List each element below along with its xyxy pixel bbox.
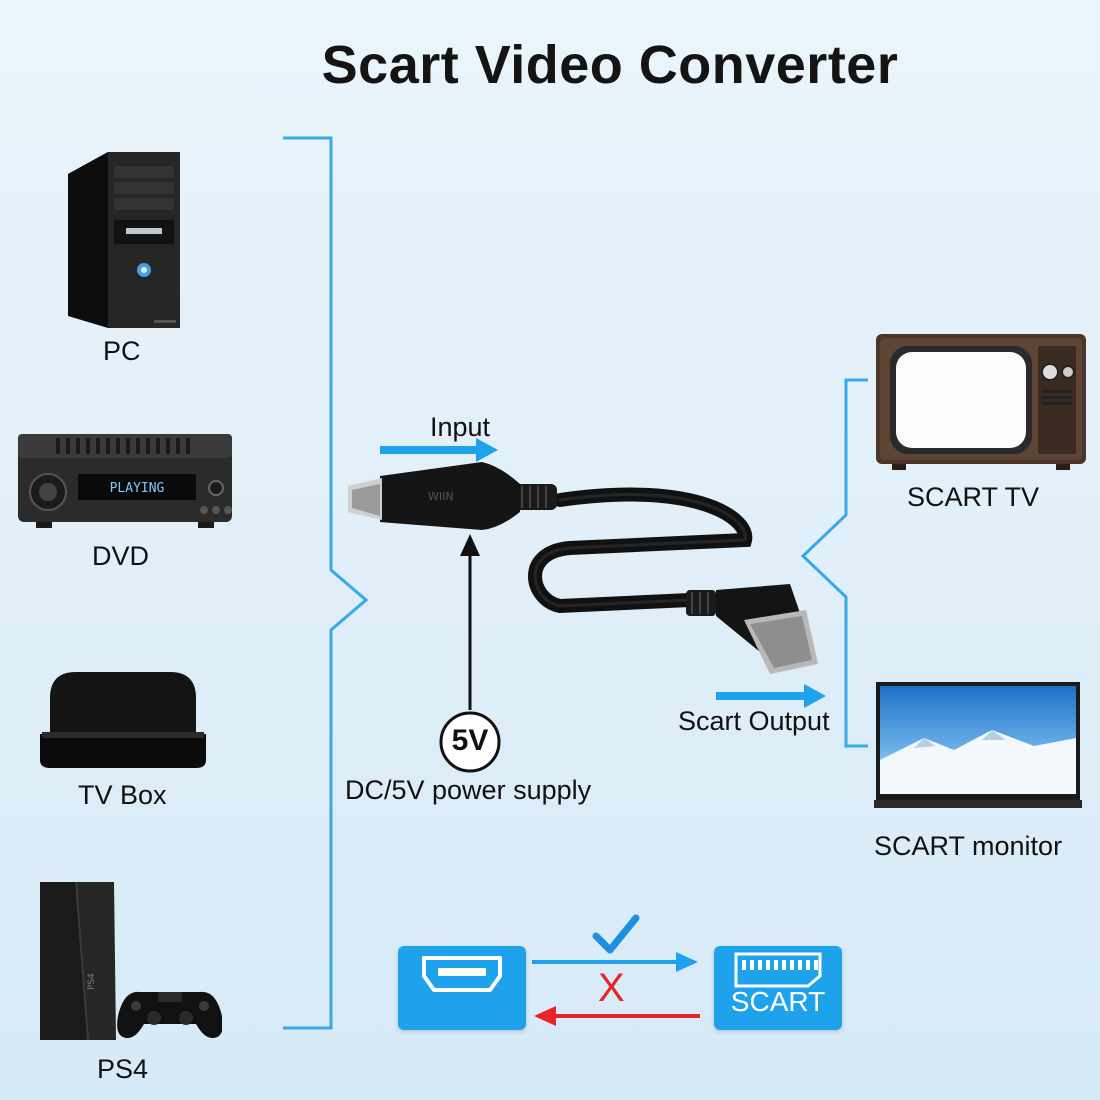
source-label-tvbox: TV Box xyxy=(78,780,167,810)
power-badge-icon xyxy=(439,711,501,773)
adapter-brand-text: WIIN xyxy=(428,490,454,503)
output-label-scart-tv: SCART TV xyxy=(907,482,1040,512)
hdmi-port-icon xyxy=(422,956,502,992)
input-label: Input xyxy=(430,412,491,442)
source-label-ps4: PS4 xyxy=(97,1054,149,1084)
gamepad-icon xyxy=(117,991,222,1038)
page-title: Scart Video Converter xyxy=(321,35,899,95)
checkmark-icon xyxy=(592,914,640,954)
forward-arrow-icon xyxy=(532,952,698,972)
output-bracket xyxy=(800,378,868,748)
dvd-display-text: PLAYING xyxy=(110,481,165,496)
crt-tv-icon xyxy=(876,334,1086,470)
output-arrow-icon xyxy=(716,684,826,708)
scart-port-icon xyxy=(734,952,822,988)
scart-connector xyxy=(686,584,818,674)
svg-text:PS4: PS4 xyxy=(87,973,97,990)
dvd-player-icon: PLAYING xyxy=(18,434,232,528)
output-label-scart-monitor: SCART monitor xyxy=(874,831,1063,861)
reverse-arrow-icon xyxy=(534,1006,700,1026)
scart-port-box: SCART xyxy=(714,946,842,1030)
power-badge-text: 5V xyxy=(451,724,489,757)
source-label-dvd: DVD xyxy=(92,541,150,571)
hdmi-port-box xyxy=(398,946,526,1030)
power-label: DC/5V power supply xyxy=(345,775,592,805)
output-label: Scart Output xyxy=(678,706,830,736)
power-arrow-icon xyxy=(460,534,480,710)
pc-tower-icon xyxy=(68,152,180,328)
cross-mark-icon: X xyxy=(598,966,625,1010)
input-arrow-icon xyxy=(380,438,498,462)
flat-monitor-icon xyxy=(874,682,1082,808)
source-label-pc: PC xyxy=(103,336,141,366)
source-bracket xyxy=(283,136,369,1030)
scart-port-label: SCART xyxy=(730,986,826,1017)
tv-box-icon xyxy=(40,672,206,768)
hdmi-connector: WIIN xyxy=(348,462,520,530)
ps4-console-icon: PS4 xyxy=(40,881,222,1041)
